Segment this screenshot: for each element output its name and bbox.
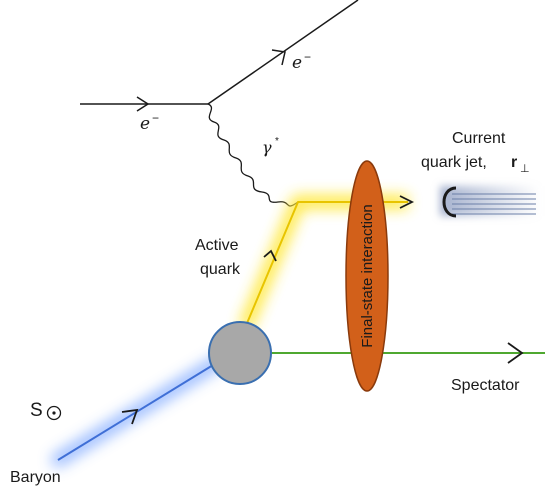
active-quark-label-line2: quark [200,261,241,278]
final-state-interaction: Final-state interaction [345,160,389,392]
electron-out-label: e − [292,50,311,73]
baryon-line [51,355,225,467]
svg-text:−: − [304,50,311,64]
jet-perp-symbol: ⊥ [520,163,530,175]
svg-text:*: * [275,136,279,147]
electron-in-line [80,96,208,112]
active-quark-label-line1: Active [195,237,239,254]
svg-text:Final-state interaction: Final-state interaction [359,204,376,347]
bracket-c-icon [442,186,457,218]
circle-dot-icon [46,405,62,421]
baryon-label: Baryon [10,469,61,486]
jet-label-line2: quark jet, [421,154,487,171]
svg-text:e: e [292,53,302,73]
spectator-line [270,342,545,364]
electron-in-label: e − [140,111,159,134]
svg-text:e: e [140,114,150,134]
jet-r-perp-label: r [511,154,517,171]
electron-out-line [207,0,359,105]
svg-text:γ: γ [262,138,272,157]
virtual-photon-line [207,103,299,207]
quark-jet [440,186,540,216]
photon-label: γ * [262,136,279,157]
jet-label-line1: Current [452,130,506,147]
spectator-label: Spectator [451,377,520,394]
baryon-blob [208,321,272,385]
spin-label: S [30,400,43,421]
svg-text:−: − [152,111,159,125]
